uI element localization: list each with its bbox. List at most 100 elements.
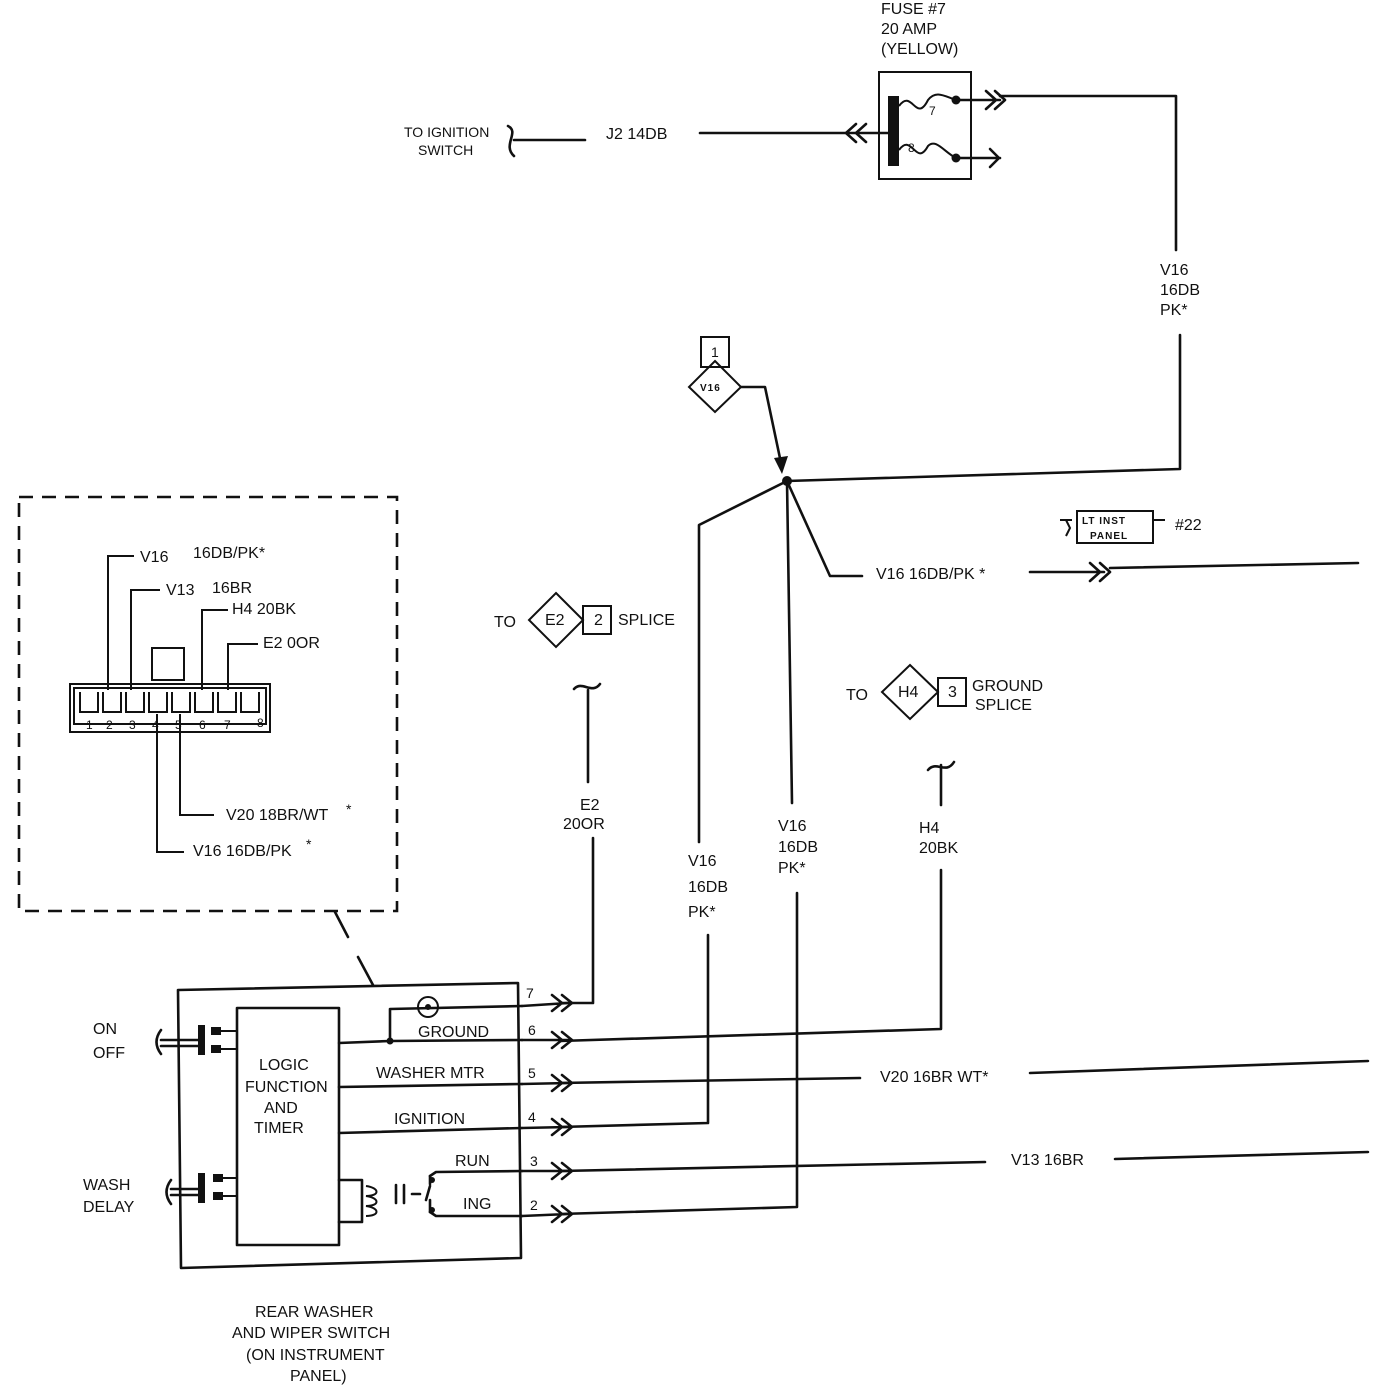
lt-inst-panel-line2: PANEL <box>1090 531 1128 542</box>
lt-inst-panel-box <box>1076 510 1154 544</box>
term-7-pin: 7 <box>526 985 534 1001</box>
term-7-connector <box>520 993 574 1013</box>
cd-pin-8: 8 <box>257 716 264 730</box>
relay-run-lead <box>428 1169 524 1178</box>
mid-b-lower <box>558 891 799 1216</box>
lt-inst-panel-ref-num: #22 <box>1175 517 1202 534</box>
v16-riser-upper <box>998 94 1178 252</box>
to-inst-panel-line <box>1028 561 1360 583</box>
cd-v20-lead <box>179 714 214 816</box>
term-4-connector <box>520 1117 574 1137</box>
e2-riser-color: 20OR <box>563 816 605 833</box>
e2-label: SPLICE <box>618 612 675 629</box>
splice-v16: 1 V16 <box>687 336 792 486</box>
cd-connector-body <box>69 683 271 733</box>
v20-line-left <box>558 1076 862 1085</box>
ignition-break-mark <box>506 124 516 158</box>
logic-line4: TIMER <box>254 1120 304 1137</box>
term-6-pin: 6 <box>528 1022 536 1038</box>
mid-a-gauge: 16DB <box>688 879 728 896</box>
term-2-pin: 2 <box>530 1197 538 1213</box>
h4-name: H4 <box>898 684 919 701</box>
term-4-pin: 4 <box>528 1109 536 1125</box>
ignition-wire-label: J2 14DB <box>606 126 667 143</box>
ignition-dest-line1: TO IGNITION <box>404 124 489 140</box>
v16-right-riser: V16 16DB PK* <box>785 94 1200 483</box>
cd-v16-top-color: 16DB/PK* <box>193 545 265 562</box>
cd-pin-numbers: 1 2 3 4 5 6 7 8 <box>86 716 264 732</box>
on-off-knob[interactable] <box>155 1028 202 1056</box>
v16-riser-gauge: 16DB <box>1160 282 1200 299</box>
connector-detail-border <box>17 495 399 913</box>
cd-cavities <box>79 692 260 713</box>
ground-symbol-dot <box>425 1004 431 1010</box>
cd-connector-latch <box>151 647 185 681</box>
cd-v20-star: * <box>346 801 352 817</box>
term-5-connector <box>520 1073 574 1093</box>
h4-label-line2: SPLICE <box>975 697 1032 714</box>
branch-right <box>785 479 864 578</box>
v20-line-right <box>1028 1059 1370 1075</box>
fuse-out-8 <box>954 147 1002 169</box>
e2-name: E2 <box>545 612 565 629</box>
cd-v16-bottom: V16 16DB/PK <box>193 843 292 860</box>
on-off-contact-bar <box>198 1025 205 1055</box>
cd-cavity-8 <box>240 692 260 713</box>
h4-number: 3 <box>948 684 957 701</box>
cd-v20: V20 18BR/WT <box>226 807 328 824</box>
h4-riser: H4 20BK <box>558 763 958 1043</box>
lt-inst-panel-ref: LT INST PANEL #22 <box>1060 510 1202 544</box>
relay-ing-lead <box>428 1210 524 1218</box>
v16-riser-color: PK* <box>1160 302 1188 319</box>
e2-diamond <box>527 591 585 649</box>
term-3-label: RUN <box>455 1153 490 1170</box>
fuse-box <box>878 71 972 180</box>
cd-pin-4: 4 <box>152 718 159 732</box>
fuse-element-bottom <box>898 142 957 159</box>
ground-symbol <box>417 996 439 1018</box>
splice-branches: V16 16DB/PK * <box>697 479 1360 844</box>
v13-line-right <box>1113 1150 1370 1161</box>
cd-cavity-7 <box>217 692 237 713</box>
v16-riser-lower <box>785 333 1182 483</box>
cd-e2: E2 0OR <box>263 635 320 652</box>
internal-ground-path <box>337 1004 524 1045</box>
h4-riser-color: 20BK <box>919 840 958 857</box>
v13-output: V13 16BR <box>558 1150 1370 1173</box>
fuse-rating: 20 AMP <box>881 21 937 38</box>
cd-pin-7: 7 <box>224 718 231 732</box>
branch-left <box>697 479 789 844</box>
wash-delay-knob[interactable] <box>165 1178 202 1206</box>
cd-pin-6: 6 <box>199 718 206 732</box>
cd-connector-inner <box>73 687 267 725</box>
logic-line3: AND <box>264 1100 298 1117</box>
splice-v16-number-box <box>700 336 730 368</box>
delay-contact <box>213 1192 223 1200</box>
h4-riser-lower <box>558 868 943 1043</box>
wash-delay-contact-bar <box>198 1173 205 1203</box>
cd-cavity-2 <box>102 692 122 713</box>
cd-h4: H4 20BK <box>232 601 296 618</box>
on-contact <box>211 1027 221 1035</box>
splice-v16-arrowhead <box>774 456 788 474</box>
relay-coil-loop <box>337 1178 364 1224</box>
e2-riser: E2 20OR <box>558 688 605 1005</box>
cd-cavity-3 <box>125 692 145 713</box>
term-3-connector <box>520 1161 574 1181</box>
term-5-label: WASHER MTR <box>376 1065 485 1082</box>
lt-inst-panel-left-mark <box>1060 519 1072 537</box>
fuse-color: (YELLOW) <box>881 41 958 58</box>
switch-caption-2: AND WIPER SWITCH <box>232 1325 390 1342</box>
connector-detail-leader <box>333 910 375 987</box>
cd-cavity-1 <box>79 692 99 713</box>
ignition-dest-line2: SWITCH <box>418 142 473 158</box>
lt-inst-panel-line1: LT INST <box>1082 516 1126 527</box>
v16-riser-code: V16 <box>1160 262 1189 279</box>
splice-v16-number: 1 <box>711 344 719 360</box>
cd-v16-bottom-star: * <box>306 836 312 852</box>
mid-a-code: V16 <box>688 853 717 870</box>
rear-wiper-switch: LOGIC FUNCTION AND TIMER ON OFF WASH DEL… <box>83 981 574 1385</box>
term-3-pin: 3 <box>530 1153 538 1169</box>
delay-label: DELAY <box>83 1199 135 1216</box>
cd-v13: V13 <box>166 582 195 599</box>
